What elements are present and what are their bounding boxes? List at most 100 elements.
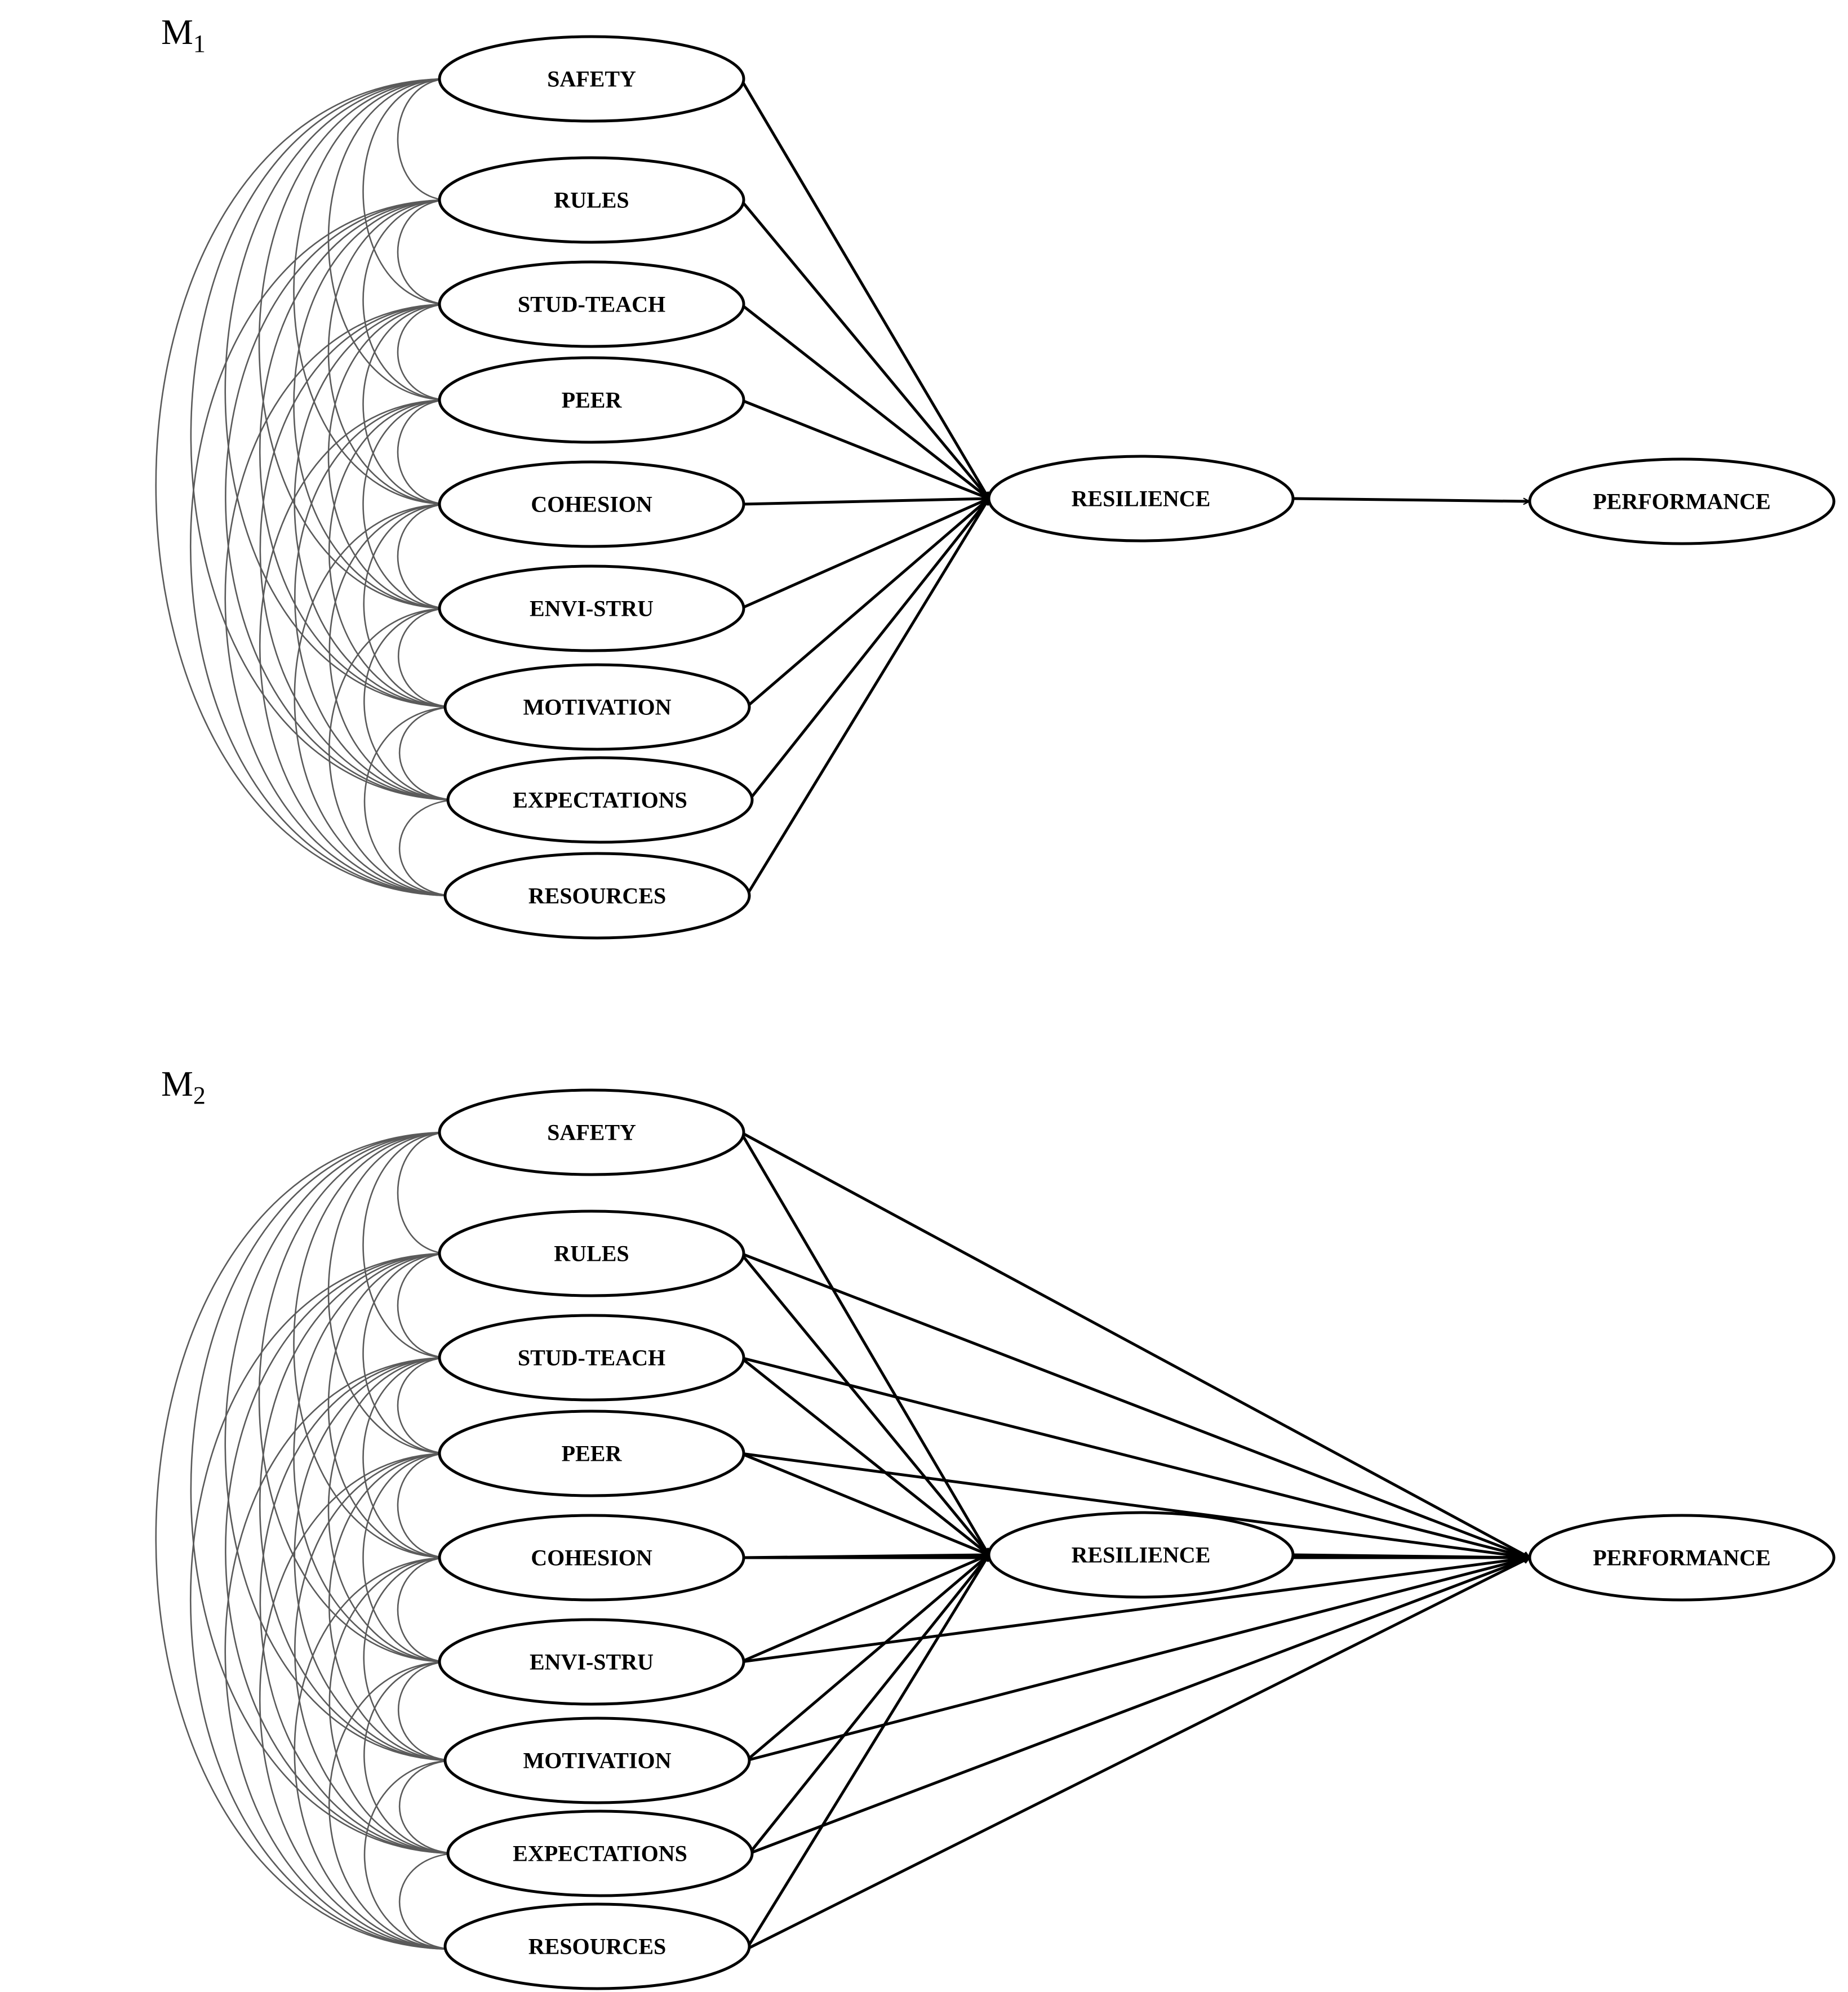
svg-text:MOTIVATION: MOTIVATION bbox=[523, 1748, 671, 1773]
covariance-arc bbox=[328, 1554, 454, 1856]
covariance-arc bbox=[259, 397, 451, 899]
covariance-arc bbox=[363, 1757, 457, 1952]
svg-text:RESILIENCE: RESILIENCE bbox=[1072, 486, 1211, 512]
covariance-arc bbox=[328, 397, 451, 710]
path-predictor-to-resilience bbox=[740, 1452, 989, 1557]
path-predictor-to-performance bbox=[740, 1356, 1530, 1558]
covariance-arc bbox=[294, 1354, 451, 1763]
svg-text:EXPECTATIONS: EXPECTATIONS bbox=[513, 1841, 687, 1866]
covariance-arc bbox=[362, 1129, 452, 1360]
model-2-label: M2 bbox=[161, 1064, 206, 1109]
model-1: M1 SAFETY RULES STUD-TEACH PEER COHESION… bbox=[155, 12, 1836, 940]
node-envi-stru: ENVI-STRU bbox=[438, 1618, 745, 1706]
node-expectations: EXPECTATIONS bbox=[446, 1809, 754, 1897]
path-predictor-to-resilience bbox=[745, 1554, 989, 1762]
covariance-arc bbox=[398, 704, 457, 802]
covariance-arc bbox=[362, 1250, 452, 1456]
covariance-arc bbox=[327, 197, 451, 507]
node-safety: SAFETY bbox=[438, 1088, 745, 1176]
svg-text:PEER: PEER bbox=[562, 388, 623, 413]
covariance-arc bbox=[155, 76, 451, 899]
covariance-arc bbox=[362, 1450, 452, 1665]
svg-text:SAFETY: SAFETY bbox=[547, 1120, 636, 1145]
covariance-arc bbox=[397, 301, 452, 402]
node-resources: RESOURCES bbox=[443, 852, 751, 940]
path-predictor-to-resilience bbox=[745, 499, 990, 897]
covariance-arc bbox=[294, 1450, 454, 1856]
path-predictor-to-resilience bbox=[740, 1553, 989, 1664]
node-resilience: RESILIENCE bbox=[987, 455, 1295, 543]
covariance-arc bbox=[327, 301, 451, 611]
node-performance: PERFORMANCE bbox=[1528, 457, 1836, 545]
covariance-arc bbox=[225, 1250, 454, 1856]
svg-text:RESOURCES: RESOURCES bbox=[528, 883, 667, 909]
model-1-covariances bbox=[155, 75, 460, 899]
node-peer: PEER bbox=[438, 1409, 745, 1497]
svg-text:SAFETY: SAFETY bbox=[547, 66, 636, 92]
path-predictor-to-resilience bbox=[740, 1357, 989, 1556]
covariance-arc bbox=[397, 1658, 452, 1763]
covariance-arc bbox=[294, 301, 451, 710]
svg-text:STUD-TEACH: STUD-TEACH bbox=[518, 292, 665, 317]
covariance-arc bbox=[363, 704, 457, 899]
covariance-arc bbox=[327, 1129, 451, 1456]
path-predictor-to-resilience bbox=[748, 499, 990, 801]
svg-text:PEER: PEER bbox=[562, 1441, 623, 1466]
node-envi-stru: ENVI-STRU bbox=[438, 564, 745, 652]
svg-text:RESOURCES: RESOURCES bbox=[528, 1934, 667, 1959]
path-predictor-to-resilience bbox=[739, 1131, 990, 1555]
covariance-arc bbox=[398, 797, 460, 898]
covariance-arc bbox=[362, 1354, 452, 1560]
covariance-arc bbox=[397, 1554, 452, 1664]
covariance-arc bbox=[397, 1450, 452, 1560]
svg-text:STUD-TEACH: STUD-TEACH bbox=[518, 1345, 665, 1371]
covariance-arc bbox=[328, 1658, 451, 1952]
node-resilience: RESILIENCE bbox=[987, 1511, 1295, 1599]
model-1-label: M1 bbox=[161, 12, 206, 57]
node-performance: PERFORMANCE bbox=[1528, 1514, 1836, 1602]
model-2: M2 SAFETY RULES STUD-TEACH PEER COHESION… bbox=[155, 1064, 1836, 1990]
covariance-arc bbox=[293, 75, 451, 507]
covariance-arc bbox=[258, 75, 451, 611]
model-2-paths bbox=[739, 1131, 1530, 1951]
node-resources: RESOURCES bbox=[443, 1902, 751, 1990]
covariance-arc bbox=[362, 397, 452, 611]
covariance-arc bbox=[363, 1658, 454, 1856]
path-predictor-to-resilience bbox=[745, 1555, 990, 1950]
covariance-arc bbox=[190, 75, 454, 803]
node-rules: RULES bbox=[438, 156, 745, 244]
path-predictor-to-resilience bbox=[740, 398, 989, 500]
covariance-arc bbox=[259, 1250, 451, 1763]
svg-text:COHESION: COHESION bbox=[531, 492, 652, 517]
svg-text:RULES: RULES bbox=[554, 188, 629, 213]
covariance-arc bbox=[225, 197, 454, 803]
svg-text:PERFORMANCE: PERFORMANCE bbox=[1593, 489, 1771, 514]
path-predictor-to-performance bbox=[740, 1452, 1530, 1558]
node-cohesion: COHESION bbox=[438, 1514, 745, 1602]
covariance-arc bbox=[259, 301, 454, 803]
svg-text:RULES: RULES bbox=[554, 1241, 629, 1266]
path-predictor-to-resilience bbox=[748, 1555, 990, 1855]
covariance-arc bbox=[397, 197, 452, 306]
node-stud-teach: STUD-TEACH bbox=[438, 260, 745, 348]
covariance-arc bbox=[397, 1250, 452, 1360]
svg-text:RESILIENCE: RESILIENCE bbox=[1072, 1542, 1211, 1568]
covariance-arc bbox=[190, 1129, 454, 1856]
node-motivation: MOTIVATION bbox=[443, 663, 751, 751]
covariance-arc bbox=[363, 501, 452, 710]
path-predictor-to-resilience bbox=[740, 303, 989, 500]
covariance-arc bbox=[363, 1554, 452, 1763]
node-cohesion: COHESION bbox=[438, 460, 745, 548]
covariance-arc bbox=[397, 1129, 452, 1256]
node-peer: PEER bbox=[438, 356, 745, 444]
path-predictor-to-performance bbox=[749, 1556, 1530, 1855]
path-predictor-to-resilience bbox=[740, 199, 990, 499]
path-predictor-to-resilience bbox=[740, 1252, 990, 1555]
covariance-arc bbox=[259, 1450, 451, 1952]
svg-text:MOTIVATION: MOTIVATION bbox=[523, 695, 671, 720]
covariance-arc bbox=[327, 75, 451, 403]
covariance-arc bbox=[397, 75, 452, 202]
covariance-arc bbox=[294, 1554, 451, 1952]
path-predictor-to-performance bbox=[745, 1556, 1530, 1951]
covariance-arc bbox=[224, 75, 451, 710]
